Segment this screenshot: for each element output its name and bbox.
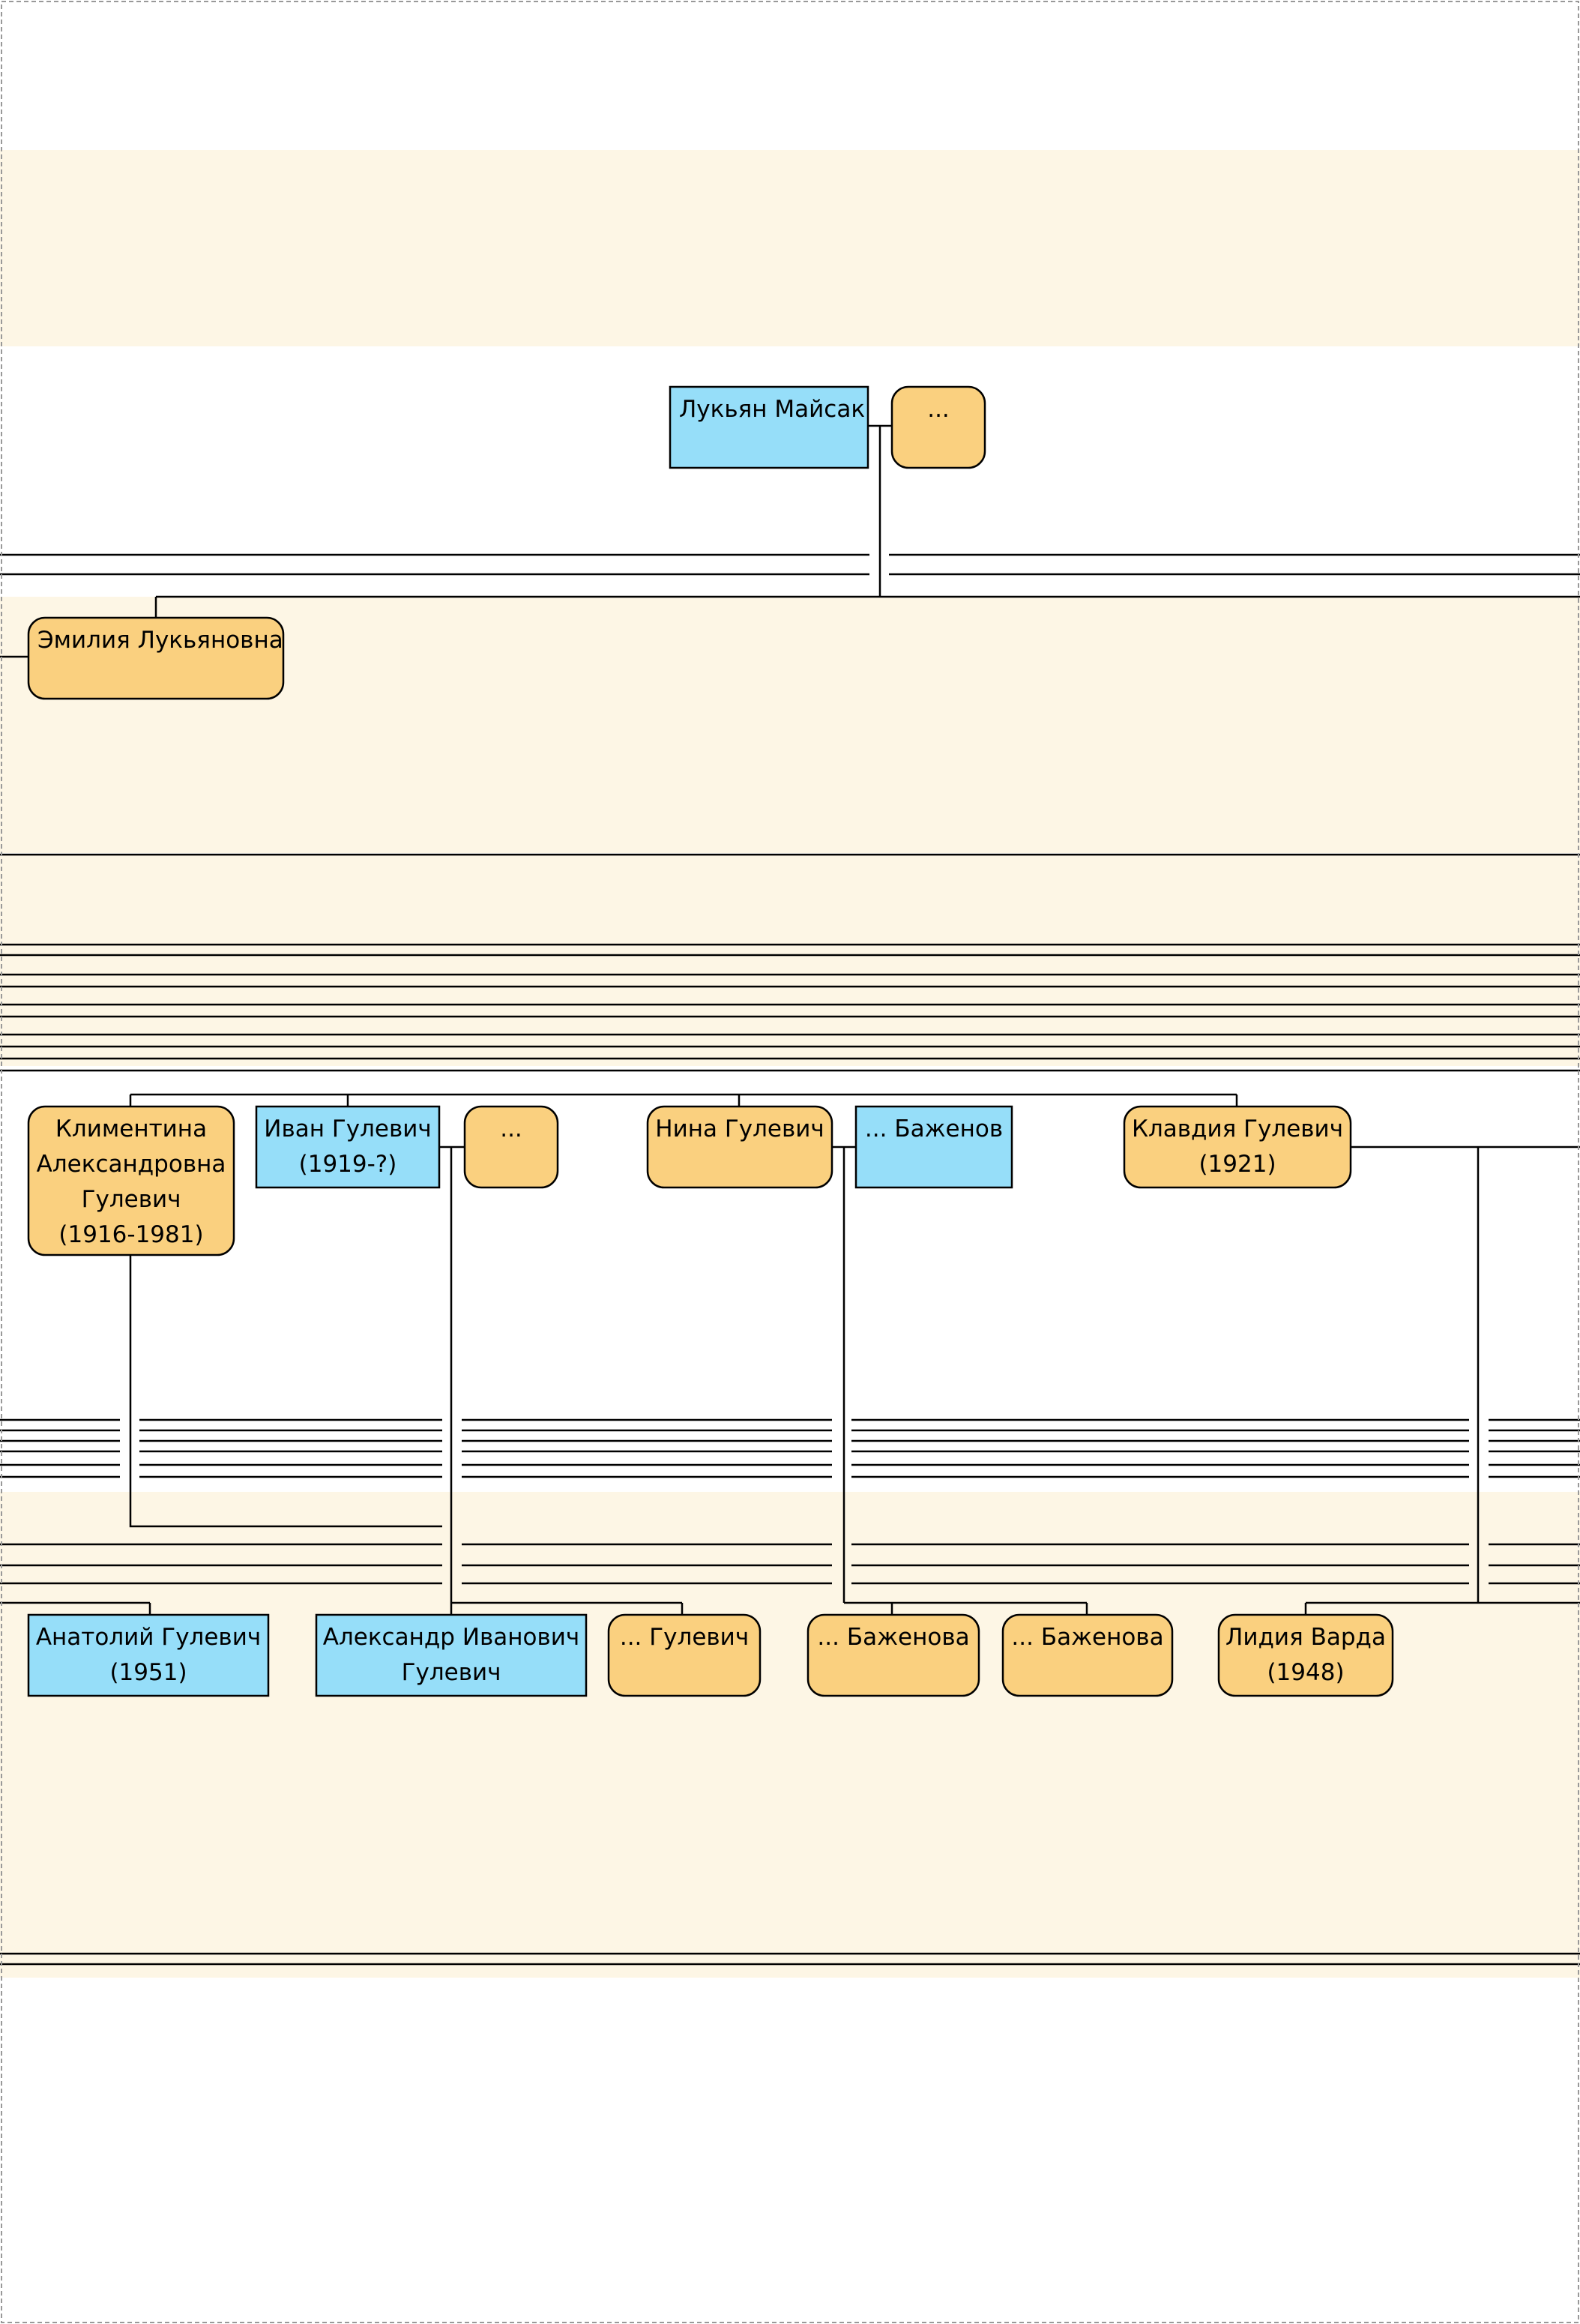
person-name-line: Иван Гулевич xyxy=(264,1116,431,1143)
band-top xyxy=(0,150,1580,346)
child-drop xyxy=(129,1095,1238,1107)
person-name-line: Александр Иванович xyxy=(323,1624,580,1651)
person-name-line: ... xyxy=(927,396,950,423)
person-box xyxy=(315,1613,588,1697)
person-node-lukyan-spouse[interactable]: ... xyxy=(890,385,986,469)
child-drop xyxy=(450,1603,684,1615)
person-box xyxy=(607,1613,762,1697)
person-node-emilia[interactable]: Эмилия Лукьяновна xyxy=(27,616,285,700)
descent-line xyxy=(129,1255,442,1528)
person-box xyxy=(669,385,869,469)
divider-line xyxy=(0,943,1580,1072)
person-box xyxy=(27,1613,270,1697)
divider-line xyxy=(0,553,1580,576)
person-box xyxy=(1217,1613,1394,1697)
person-node-klavdia-gulevich[interactable]: Клавдия Гулевич (1921) xyxy=(1123,1105,1352,1189)
person-name-line: Александровна xyxy=(37,1151,226,1178)
child-drop xyxy=(890,1603,1088,1615)
person-node-ivan-spouse[interactable]: ... xyxy=(463,1105,559,1189)
person-name-line: (1921) xyxy=(1198,1151,1276,1178)
person-name-line: (1951) xyxy=(109,1659,187,1686)
person-node-gulevich-daughter[interactable]: ... Гулевич xyxy=(607,1613,762,1697)
person-name-line: Эмилия Лукьяновна xyxy=(37,627,283,654)
connector-lines xyxy=(0,424,1580,1966)
person-name-line: ... Гулевич xyxy=(620,1624,749,1651)
person-nodes: Лукьян Майсак ... Эмилия Лукьяновна Клим… xyxy=(27,385,1394,1697)
divider-line xyxy=(0,1543,1580,1585)
person-name-line: Гулевич xyxy=(402,1659,501,1686)
person-box xyxy=(27,1105,235,1256)
person-name-line: ... Баженов xyxy=(865,1116,1003,1143)
divider-line xyxy=(0,1952,1580,1966)
person-box xyxy=(890,385,986,469)
person-name-line: ... Баженова xyxy=(817,1624,969,1651)
person-name-line: (1948) xyxy=(1267,1659,1344,1686)
person-name-line: ... Баженова xyxy=(1011,1624,1163,1651)
person-box xyxy=(1001,1613,1174,1697)
person-box xyxy=(463,1105,559,1189)
person-name-line: Лидия Варда xyxy=(1225,1624,1386,1651)
generation-bands xyxy=(0,150,1580,1978)
person-node-anatoly-gulevich[interactable]: Анатолий Гулевич (1951) xyxy=(27,1613,270,1697)
person-name-line: Нина Гулевич xyxy=(655,1116,824,1143)
person-box xyxy=(854,1105,1013,1189)
person-box xyxy=(646,1105,833,1189)
divider-line xyxy=(0,1418,1580,1478)
person-name-line: ... xyxy=(500,1116,522,1143)
person-name-line: Клавдия Гулевич xyxy=(1132,1116,1343,1143)
person-name-line: Климентина xyxy=(55,1116,207,1143)
person-name-line: (1919-?) xyxy=(299,1151,397,1178)
person-name-line: Гулевич xyxy=(82,1186,181,1213)
person-box xyxy=(1123,1105,1352,1189)
person-node-lukyan-maysak[interactable]: Лукьян Майсак xyxy=(669,385,869,469)
band-generation-3 xyxy=(0,855,1580,1066)
person-node-nina-gulevich[interactable]: Нина Гулевич xyxy=(646,1105,833,1189)
person-node-bazhenova-2[interactable]: ... Баженова xyxy=(1001,1613,1174,1697)
person-box xyxy=(255,1105,441,1189)
person-node-lidia-varda[interactable]: Лидия Варда (1948) xyxy=(1217,1613,1394,1697)
person-name-line: Анатолий Гулевич xyxy=(36,1624,261,1651)
person-box xyxy=(27,616,285,700)
person-node-bazhenov[interactable]: ... Баженов xyxy=(854,1105,1013,1189)
person-name-line: (1916-1981) xyxy=(58,1221,203,1248)
person-node-ivan-gulevich[interactable]: Иван Гулевич (1919-?) xyxy=(255,1105,441,1189)
person-box xyxy=(806,1613,980,1697)
band-generation-5 xyxy=(0,1492,1580,1978)
person-name-line: Лукьян Майсак xyxy=(679,396,865,423)
person-node-bazhenova-1[interactable]: ... Баженова xyxy=(806,1613,980,1697)
